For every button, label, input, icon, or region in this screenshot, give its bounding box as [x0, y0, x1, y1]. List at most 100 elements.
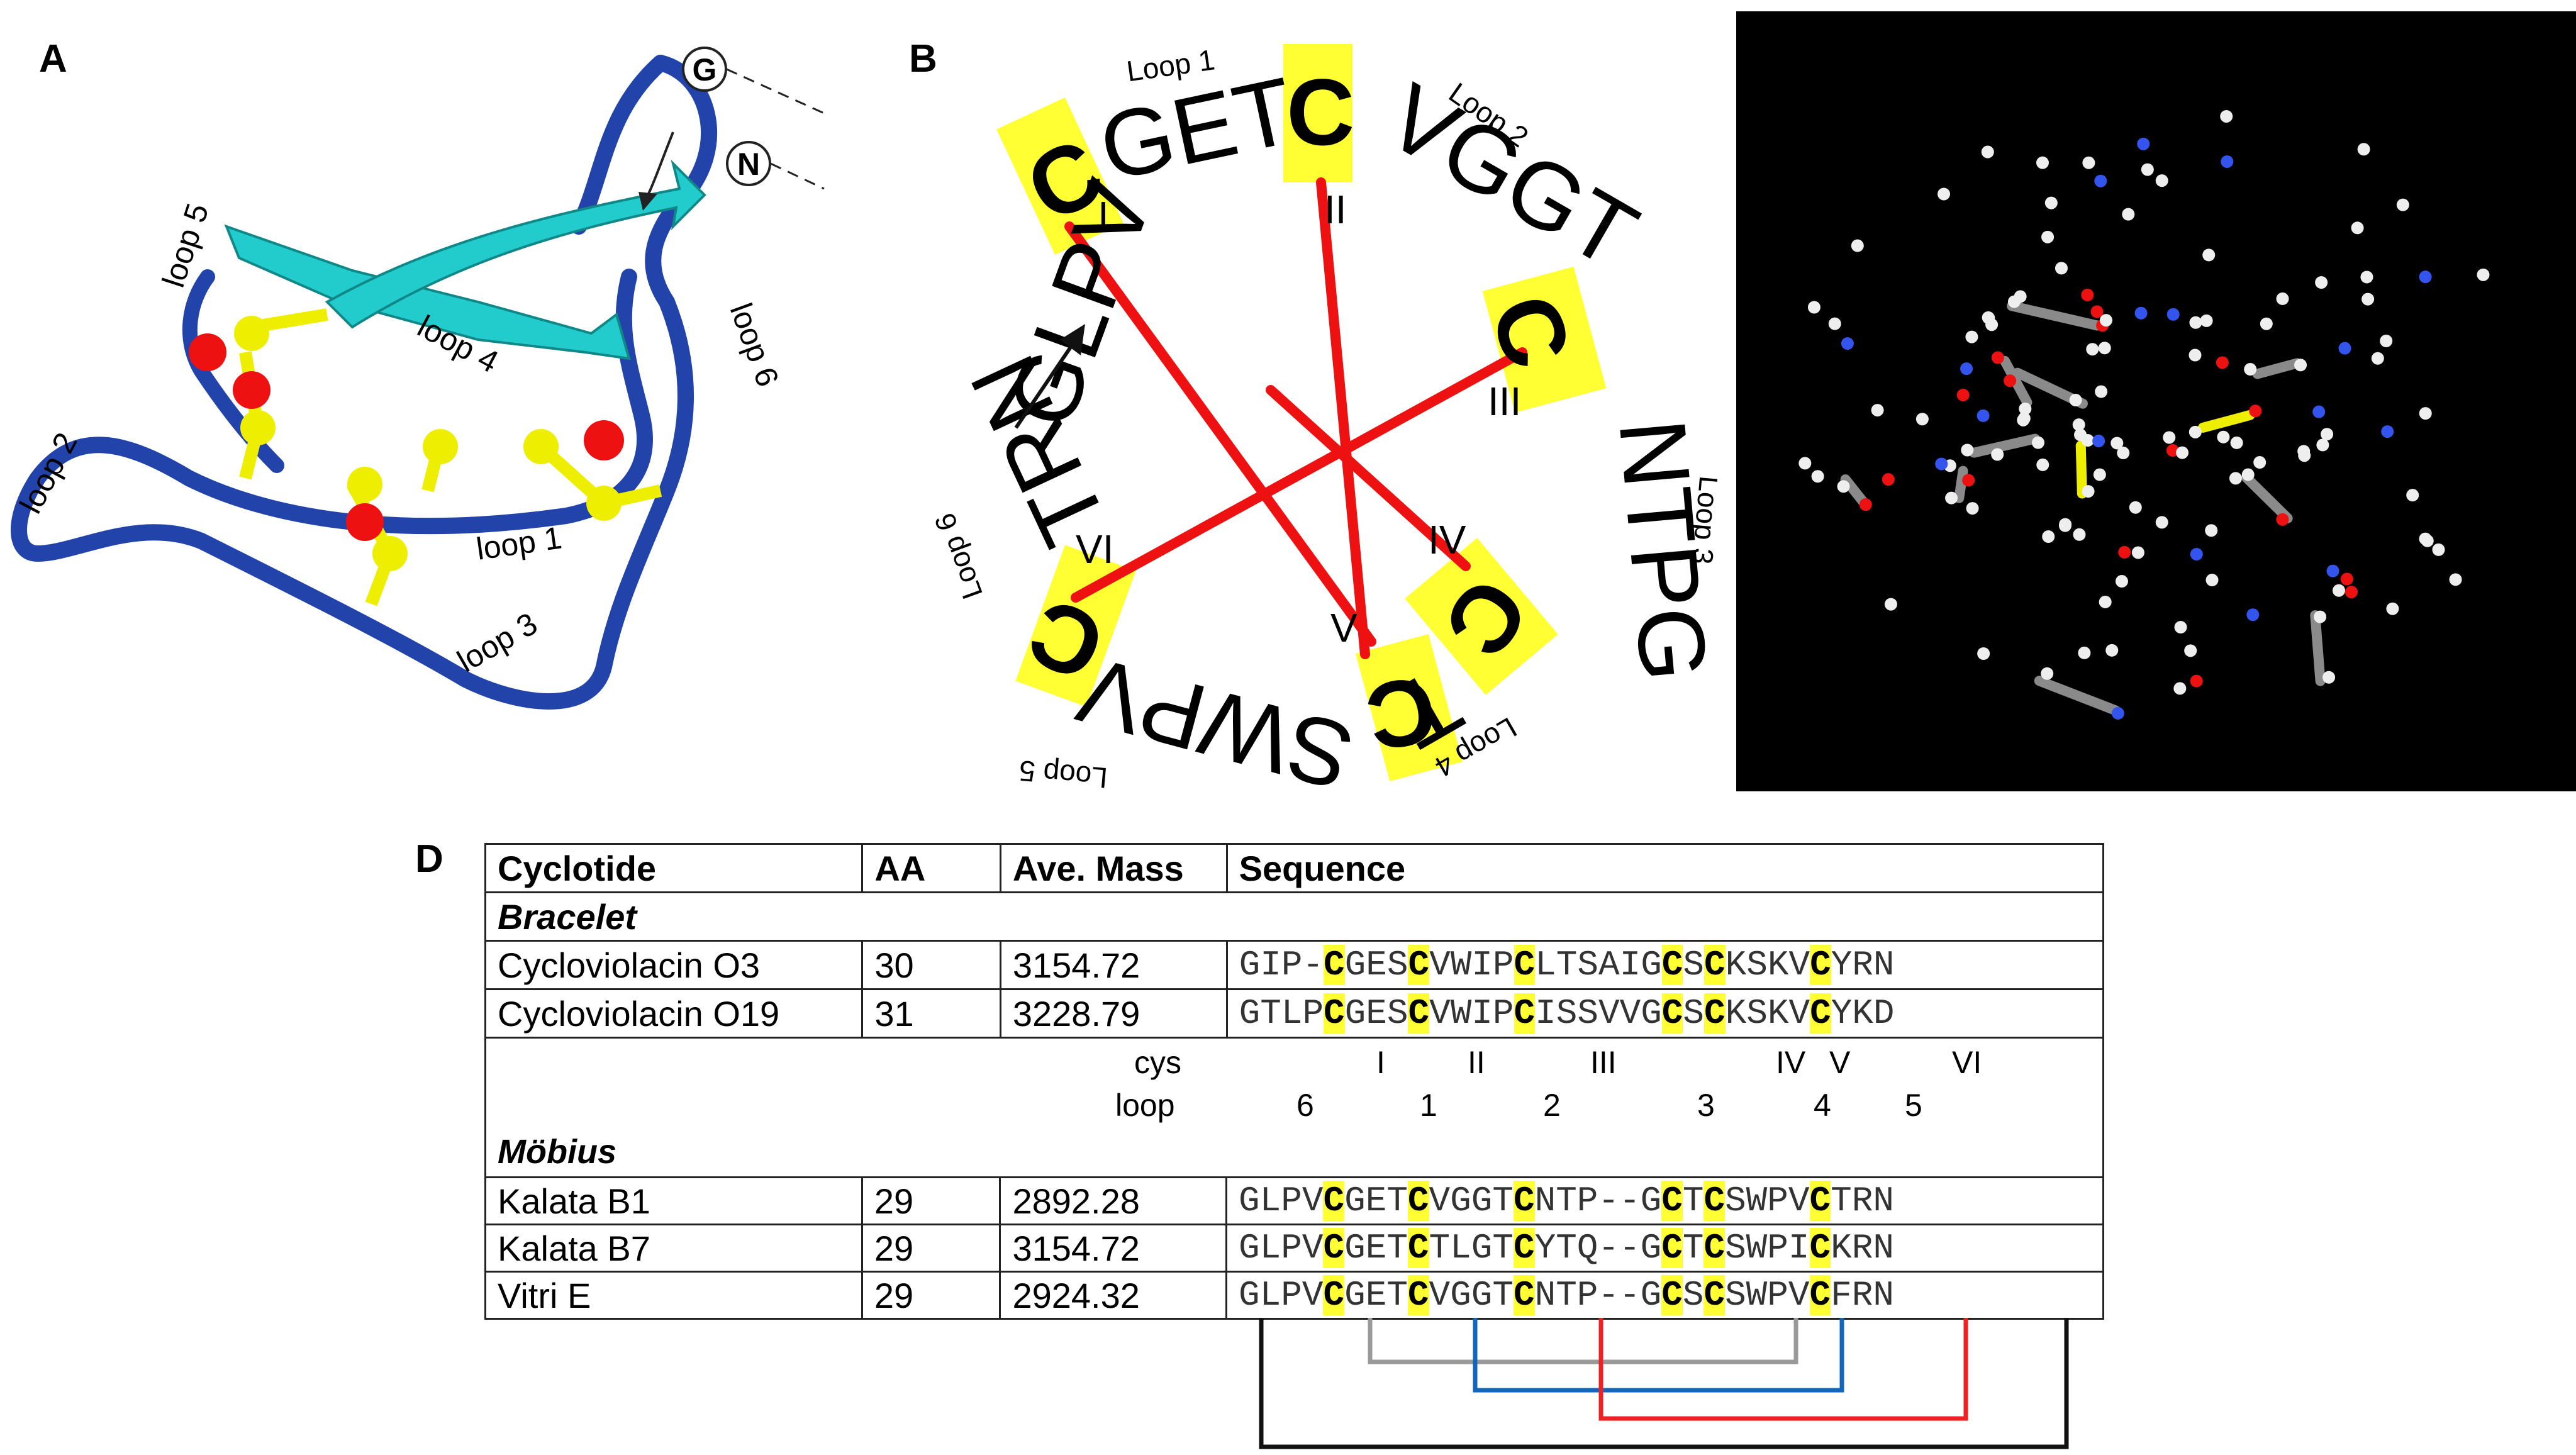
cell-aa: 31: [861, 988, 1001, 1039]
cys-residue: C: [1661, 945, 1683, 985]
residue: P: [1767, 1181, 1788, 1221]
residue: Q: [1576, 1228, 1598, 1268]
atom: [1884, 598, 1897, 611]
atom: [2217, 430, 2230, 443]
atom: [2004, 374, 2017, 387]
atom: [1982, 311, 1995, 325]
atom: [2189, 316, 2202, 329]
table-row: Cycloviolacin O19 31 3228.79 GTLPCGESCVW…: [484, 988, 2105, 1039]
residue: G: [1471, 1275, 1493, 1315]
direction-arrowhead: [638, 192, 657, 211]
residue: V: [1788, 993, 1810, 1034]
bond-stick: [2034, 676, 2121, 716]
residue: W: [1746, 1275, 1768, 1315]
atom: [2105, 644, 2119, 657]
residue: L: [1450, 1228, 1471, 1268]
cell-aa: 29: [861, 1176, 1001, 1225]
residue: N: [1873, 1275, 1894, 1315]
atom: [1945, 491, 1958, 505]
n-terminal-label: N: [737, 147, 760, 182]
residue: -: [1619, 1181, 1641, 1221]
residue: L: [1535, 945, 1556, 985]
residue: G: [1640, 1228, 1662, 1268]
residue: S: [1577, 945, 1598, 985]
cys-numeral-v: V: [1330, 605, 1358, 650]
residue: G: [1239, 993, 1261, 1034]
residue: W: [1746, 1181, 1768, 1221]
residue: G: [1344, 1181, 1366, 1221]
residue: D: [1873, 993, 1895, 1034]
residue: P: [1281, 945, 1303, 985]
backbone-ribbon: [11, 55, 717, 710]
residue: K: [1767, 945, 1789, 985]
atom: [1811, 470, 1824, 483]
loop-label-6: Loop 6: [928, 509, 989, 603]
atom: [2073, 528, 2086, 541]
residue: W: [1746, 1228, 1768, 1268]
residue: G: [1471, 1181, 1493, 1221]
cell-aa: 29: [861, 1224, 1001, 1273]
atom: [2036, 458, 2049, 471]
residue: T: [1556, 1181, 1577, 1221]
residue: L: [1259, 1228, 1281, 1268]
cys-numeral: VI: [1952, 1045, 1982, 1080]
bond-stick: [1968, 433, 2040, 458]
atom: [2094, 174, 2107, 187]
residue: T: [1556, 1228, 1577, 1268]
residue: T: [1492, 1181, 1514, 1221]
atom: [2294, 359, 2307, 372]
seq-cys-2: C: [1286, 59, 1354, 165]
residue: R: [1851, 1228, 1873, 1268]
residue: S: [1683, 945, 1705, 985]
residue: T: [1492, 1228, 1514, 1268]
cys-residue: C: [1661, 1228, 1683, 1268]
atom: [2419, 270, 2432, 284]
residue: K: [1725, 993, 1747, 1034]
residue: S: [1725, 1228, 1746, 1268]
atom: [2093, 468, 2106, 481]
residue: G: [1239, 1228, 1260, 1268]
cell-name: Kalata B1: [484, 1176, 863, 1225]
atom: [2137, 137, 2150, 150]
loop-number: 4: [1814, 1088, 1831, 1123]
residue: G: [1239, 1275, 1260, 1315]
residue: P: [1302, 993, 1324, 1034]
residue: V: [1429, 993, 1451, 1034]
atom: [2332, 584, 2345, 597]
panel-c-stick-model: [1798, 109, 2490, 720]
residue: P: [1576, 1181, 1598, 1221]
residue: S: [1725, 1181, 1746, 1221]
header-aa: AA: [861, 843, 1001, 893]
residue: V: [1788, 1181, 1810, 1221]
cell-sequence: GLPVCGETCTLGTCYTQ--GCTCSWPICKRN: [1225, 1224, 2104, 1273]
residue: V: [1302, 1275, 1324, 1315]
residue: G: [1344, 1228, 1366, 1268]
atom: [2031, 436, 2044, 449]
loop-number: 3: [1697, 1088, 1715, 1123]
residue: -: [1619, 1228, 1641, 1268]
atom: [2129, 501, 2142, 514]
atom: [1837, 480, 1850, 493]
atom: [1977, 409, 1990, 422]
residue: P: [1767, 1275, 1788, 1315]
header-sequence: Sequence: [1225, 843, 2105, 893]
residue: T: [1831, 1181, 1852, 1221]
atom: [2200, 314, 2213, 327]
atom: [2220, 109, 2233, 123]
residue: P: [1492, 945, 1514, 985]
residue: S: [1725, 1275, 1746, 1315]
residue: K: [1831, 1228, 1852, 1268]
residue: -: [1619, 1275, 1641, 1315]
residue: P: [1281, 1228, 1302, 1268]
cys-residue: C: [1408, 993, 1430, 1034]
residue: R: [1851, 1181, 1873, 1221]
cys-loop-legend: cys loop Möbius I II III IV V VI 6 1 2 3…: [484, 1032, 2104, 1176]
direction-arrowhead-b: [1060, 324, 1085, 355]
atom: [2081, 288, 2094, 301]
atom: [2321, 428, 2334, 441]
bridge-backbone: [1259, 1318, 2069, 1449]
header-cyclotide: Cyclotide: [484, 843, 864, 893]
atom: [2036, 156, 2049, 169]
seq-segment-swpv: SWPV: [1068, 637, 1363, 811]
atom: [2007, 295, 2021, 308]
